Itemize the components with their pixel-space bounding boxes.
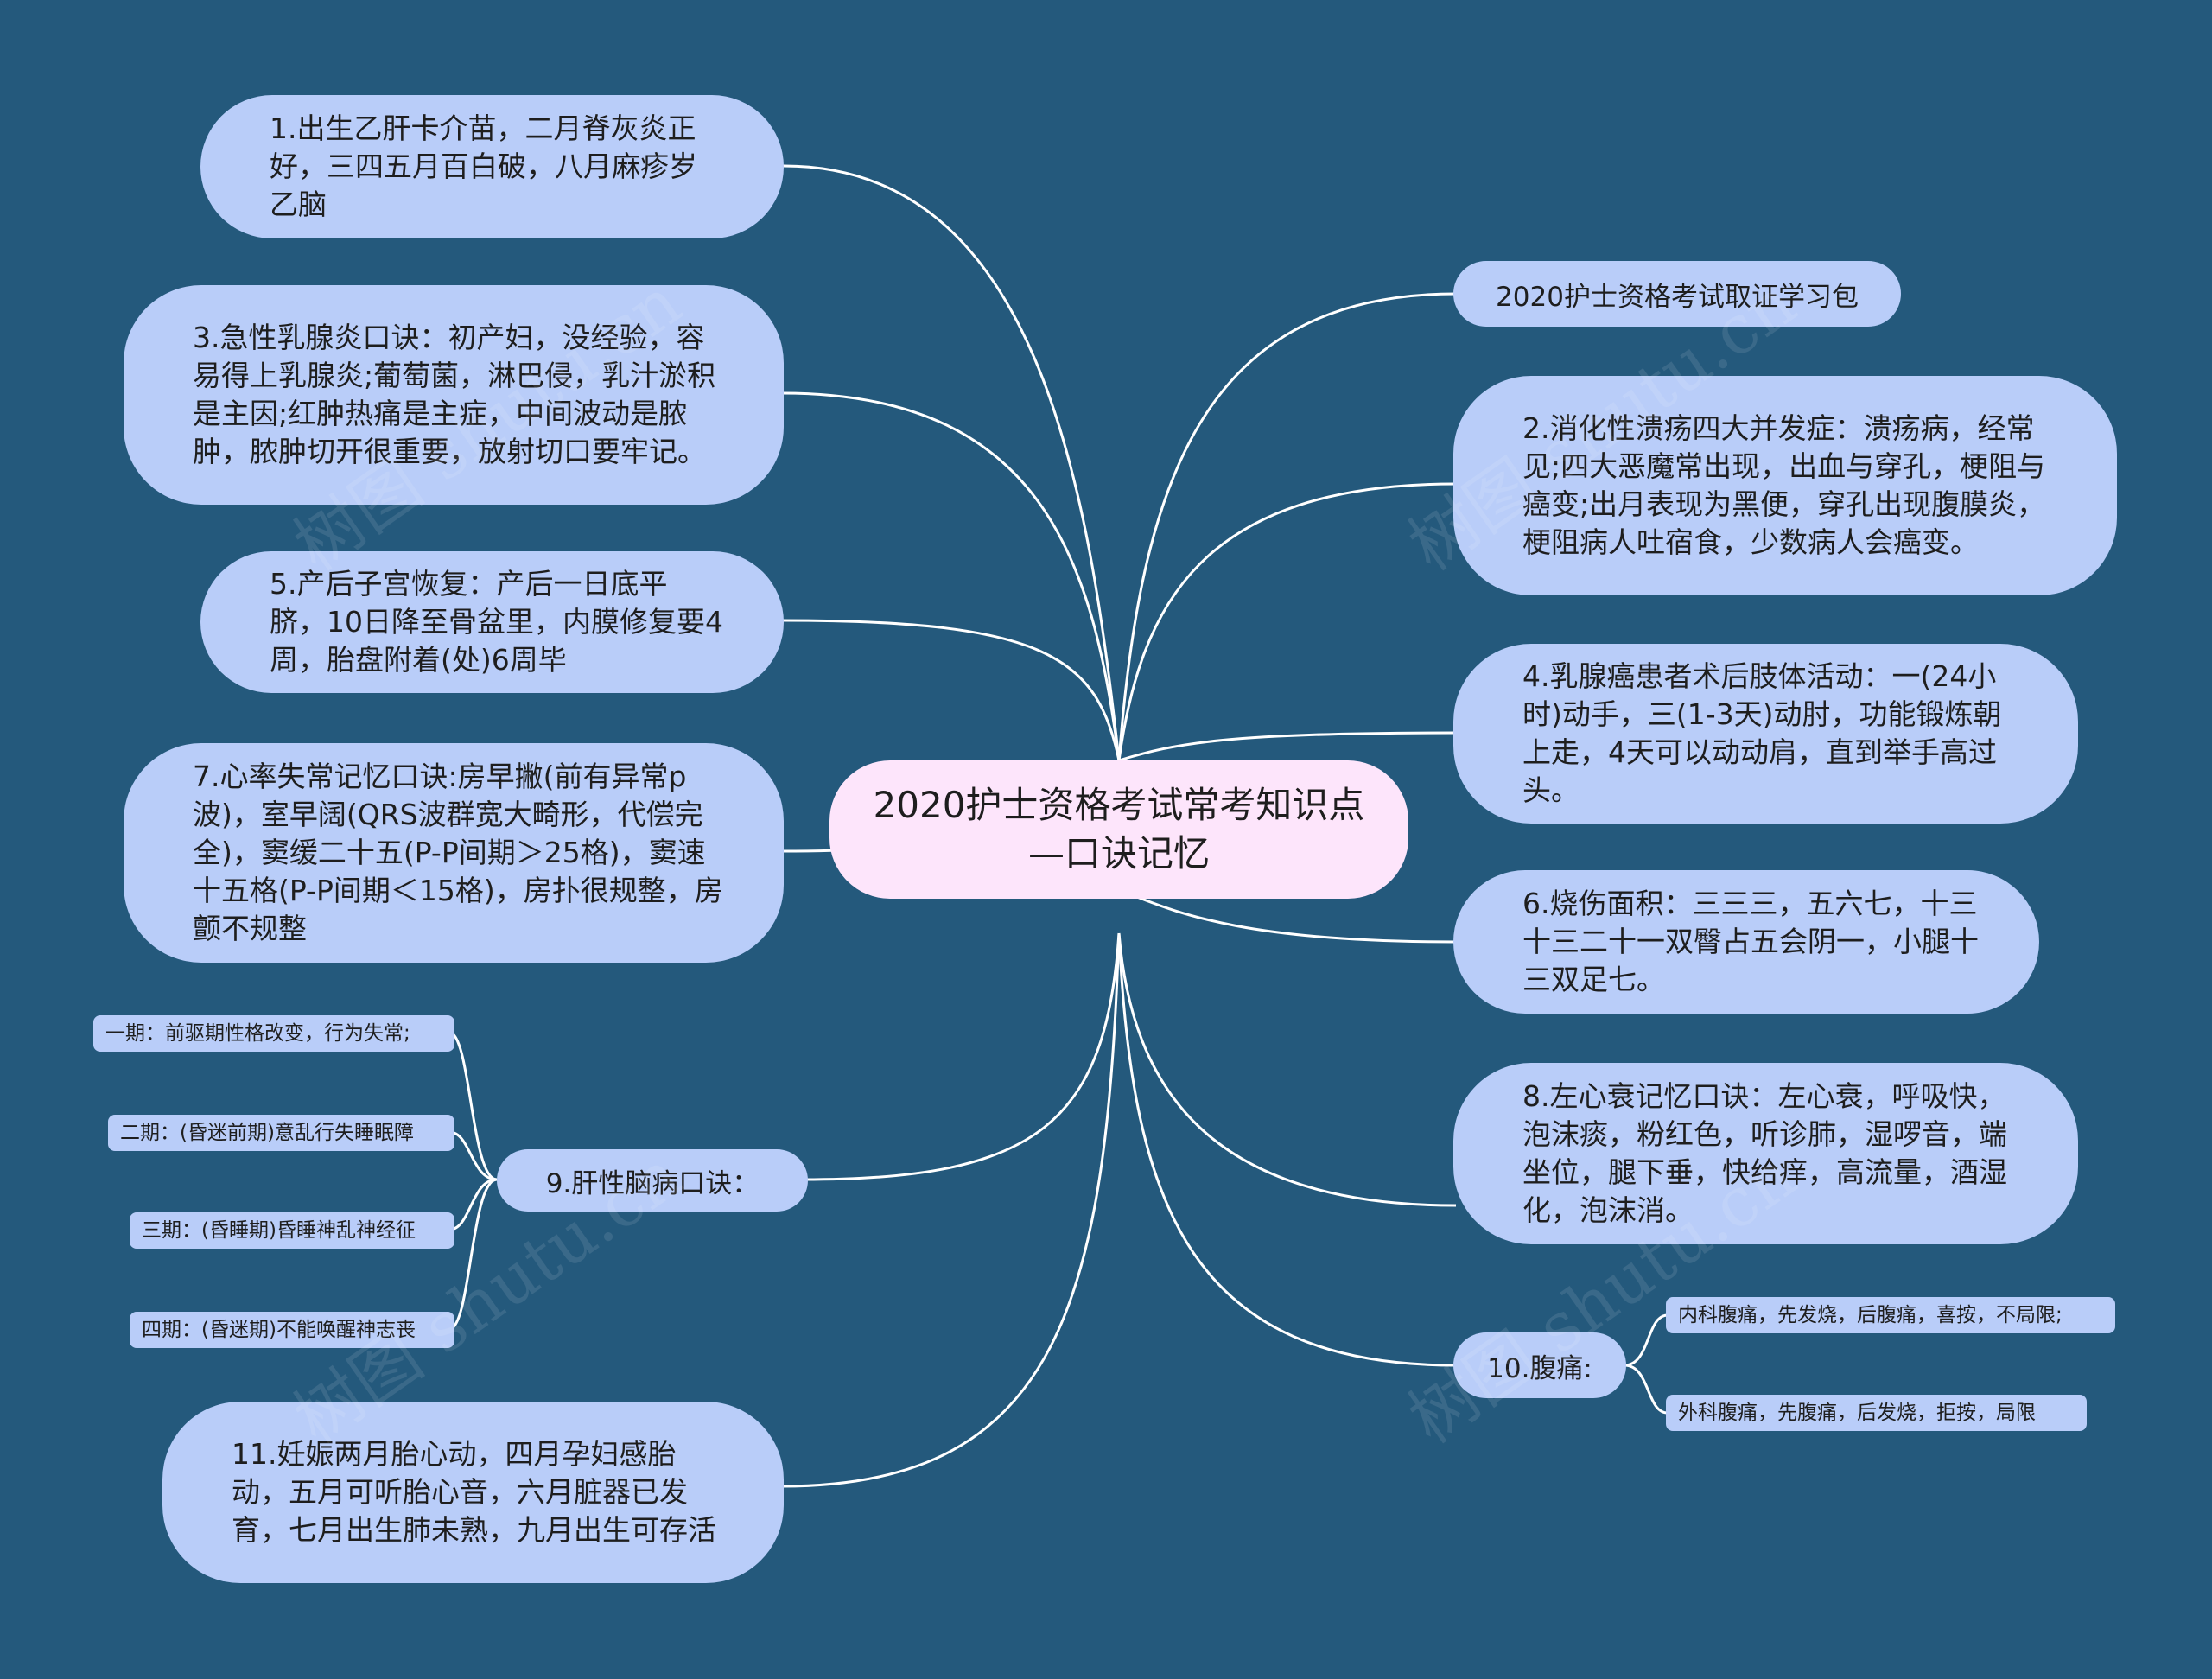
link-liver-stage-2 [448,1130,498,1181]
link-liver-stage-1 [448,1031,498,1181]
topic-pregnancy[interactable]: 11.妊娠两月胎心动，四月孕妇感胎动，五月可听胎心音，六月脏器已发育，七月出生肺… [162,1402,784,1583]
liver-stage-1[interactable]: 一期：前驱期性格改变，行为失常; [93,1015,454,1052]
topic-breast-cancer-rehab[interactable]: 4.乳腺癌患者术后肢体活动：一(24小时)动手，三(1-3天)动肘，功能锻炼朝上… [1453,644,2078,824]
liver-stage-3-label: 三期：(昏睡期)昏睡神乱神经征 [142,1219,416,1242]
liver-stage-2[interactable]: 二期：(昏迷前期)意乱行失睡眠障 [108,1115,454,1151]
liver-stage-1-label: 一期：前驱期性格改变，行为失常; [105,1022,410,1045]
topic-burn-area[interactable]: 6.烧伤面积：三三三，五六七，十三十三二十一双臀占五会阴一，小腿十三双足七。 [1453,870,2039,1014]
topic-abdominal-pain-label: 10.腹痛: [1487,1352,1592,1384]
link-right-0 [1117,292,1457,761]
liver-stage-4[interactable]: 四期：(昏迷期)不能唤醒神志丧 [130,1312,454,1348]
link-left-3 [781,391,1121,761]
link-left-11 [781,932,1121,1488]
link-left-1 [781,164,1121,761]
topic-breast-cancer-rehab-label: 4.乳腺癌患者术后肢体活动：一(24小时)动手，三(1-3天)动肘，功能锻炼朝上… [1522,659,2002,807]
topic-peptic-ulcer[interactable]: 2.消化性溃疡四大并发症：溃疡病，经常见;四大恶魔常出现，出血与穿孔，梗阻与癌变… [1453,376,2117,595]
central-topic[interactable]: 2020护士资格考试常考知识点—口诀记忆 [830,760,1408,899]
topic-vaccine-label: 1.出生乙肝卡介苗，二月脊灰炎正好，三四五月百白破，八月麻疹岁乙脑 [270,111,697,221]
link-left-5 [781,619,1121,761]
topic-left-heart-failure-label: 8.左心衰记忆口诀：左心衰，呼吸快，泡沫痰，粉红色，听诊肺，湿啰音，端坐位，腿下… [1522,1079,2007,1227]
link-liver-stage-3 [448,1178,498,1231]
link-abdomen-1 [1624,1313,1669,1367]
central-topic-label: 2020护士资格考试常考知识点—口诀记忆 [873,784,1365,874]
abdomen-internal[interactable]: 内科腹痛，先发烧，后腹痛，喜按，不局限; [1666,1297,2115,1333]
liver-stage-2-label: 二期：(昏迷前期)意乱行失睡眠障 [120,1122,414,1144]
topic-mastitis[interactable]: 3.急性乳腺炎口诀：初产妇，没经验，容易得上乳腺炎;葡萄菌，淋巴侵，乳汁淤积是主… [124,285,784,505]
link-right-4 [1118,731,1457,762]
link-left-9 [803,932,1121,1181]
topic-hepatic-encephalopathy[interactable]: 9.肝性脑病口诀： [497,1149,808,1212]
topic-arrhythmia[interactable]: 7.心率失常记忆口诀:房早撇(前有异常p波)，室早阔(QRS波群宽大畸形，代偿完… [124,743,784,963]
topic-pregnancy-label: 11.妊娠两月胎心动，四月孕妇感胎动，五月可听胎心音，六月脏器已发育，七月出生肺… [232,1437,716,1547]
link-right-2 [1117,482,1457,761]
abdomen-surgical[interactable]: 外科腹痛，先腹痛，后发烧，拒按，局限 [1666,1395,2087,1431]
topic-vaccine[interactable]: 1.出生乙肝卡介苗，二月脊灰炎正好，三四五月百白破，八月麻疹岁乙脑 [200,95,784,238]
topic-uterus-recovery[interactable]: 5.产后子宫恢复：产后一日底平脐，10日降至骨盆里，内膜修复要4周，胎盘附着(处… [200,551,784,693]
topic-study-pack[interactable]: 2020护士资格考试取证学习包 [1453,261,1901,327]
link-right-8 [1117,932,1457,1207]
topic-left-heart-failure[interactable]: 8.左心衰记忆口诀：左心衰，呼吸快，泡沫痰，粉红色，听诊肺，湿啰音，端坐位，腿下… [1453,1063,2078,1244]
topic-burn-area-label: 6.烧伤面积：三三三，五六七，十三十三二十一双臀占五会阴一，小腿十三双足七。 [1522,887,1979,996]
topic-abdominal-pain[interactable]: 10.腹痛: [1453,1332,1626,1398]
link-liver-stage-4 [448,1178,498,1331]
abdomen-internal-label: 内科腹痛，先发烧，后腹痛，喜按，不局限; [1678,1304,2063,1326]
topic-mastitis-label: 3.急性乳腺炎口诀：初产妇，没经验，容易得上乳腺炎;葡萄菌，淋巴侵，乳汁淤积是主… [193,321,716,468]
liver-stage-3[interactable]: 三期：(昏睡期)昏睡神乱神经征 [130,1212,454,1249]
abdomen-surgical-label: 外科腹痛，先腹痛，后发烧，拒按，局限 [1678,1402,2036,1424]
link-abdomen-2 [1624,1364,1669,1415]
topic-study-pack-label: 2020护士资格考试取证学习包 [1496,281,1859,313]
topic-arrhythmia-label: 7.心率失常记忆口诀:房早撇(前有异常p波)，室早阔(QRS波群宽大畸形，代偿完… [193,760,723,945]
topic-hepatic-encephalopathy-label: 9.肝性脑病口诀： [545,1167,760,1199]
topic-uterus-recovery-label: 5.产后子宫恢复：产后一日底平脐，10日降至骨盆里，内膜修复要4周，胎盘附着(处… [270,567,723,677]
link-right-10 [1117,932,1457,1367]
liver-stage-4-label: 四期：(昏迷期)不能唤醒神志丧 [142,1319,416,1341]
topic-peptic-ulcer-label: 2.消化性溃疡四大并发症：溃疡病，经常见;四大恶魔常出现，出血与穿孔，梗阻与癌变… [1522,411,2046,559]
